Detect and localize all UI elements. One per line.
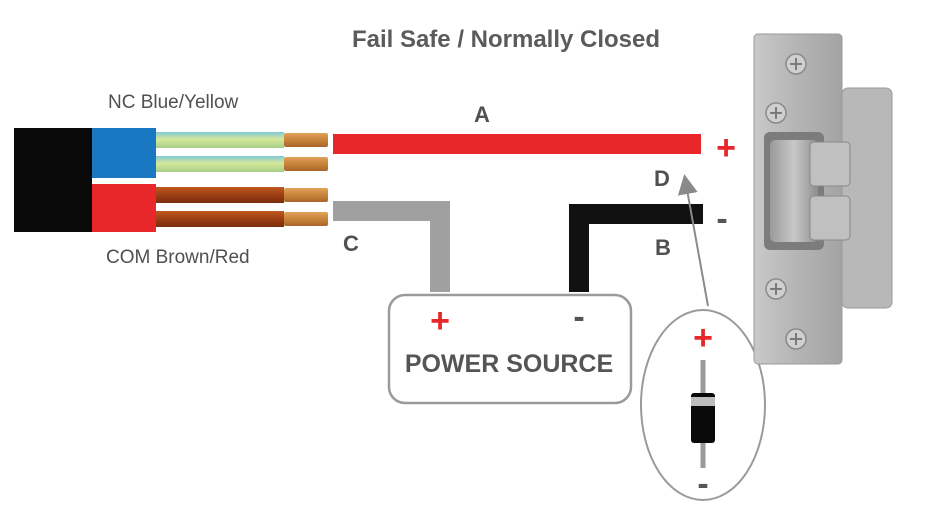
diode-callout: + -: [640, 309, 766, 503]
wire-a: [333, 134, 701, 154]
power-source-box: [387, 293, 633, 405]
power-source: + - POWER SOURCE: [387, 293, 633, 405]
com-wire-strand-1: [156, 187, 284, 203]
wire-c: [333, 201, 450, 292]
wire-b-label: B: [655, 235, 671, 260]
cable: [14, 128, 328, 232]
power-minus-sign: -: [573, 298, 584, 336]
screw-icon: [785, 328, 807, 350]
nc-wire-strand-1: [156, 132, 284, 148]
strike-minus-sign: -: [716, 200, 727, 238]
com-wire-strand-2: [156, 211, 284, 227]
diode-cathode-band: [691, 397, 715, 406]
red-insulation: [92, 184, 156, 232]
diode-d-label: D: [654, 166, 670, 191]
wire-a-label: A: [474, 102, 490, 127]
diode-minus-sign: -: [697, 465, 708, 503]
diode-pointer-arrow: [677, 174, 709, 307]
copper-tip-2: [284, 157, 328, 171]
blue-insulation: [92, 128, 156, 178]
cable-jacket: [14, 128, 92, 232]
wire-c-label: C: [343, 231, 359, 256]
screw-icon: [765, 278, 787, 300]
strike-latch-upper: [809, 141, 851, 187]
power-plus-sign: +: [430, 302, 450, 340]
strike-plus-sign: +: [716, 129, 736, 167]
nc-label: NC Blue/Yellow: [108, 92, 239, 113]
com-label: COM Brown/Red: [106, 247, 250, 268]
power-source-label: POWER SOURCE: [405, 350, 613, 378]
electric-strike: [753, 33, 893, 365]
strike-keeper: [770, 140, 818, 242]
copper-tip-3: [284, 188, 328, 202]
screw-icon: [765, 102, 787, 124]
wire-b: [569, 204, 703, 292]
copper-tip-4: [284, 212, 328, 226]
copper-tip-1: [284, 133, 328, 147]
strike-latch-lower: [809, 195, 851, 241]
diagram-title: Fail Safe / Normally Closed: [352, 26, 660, 53]
screw-icon: [785, 53, 807, 75]
nc-wire-strand-2: [156, 156, 284, 172]
diode-plus-sign: +: [693, 319, 713, 357]
